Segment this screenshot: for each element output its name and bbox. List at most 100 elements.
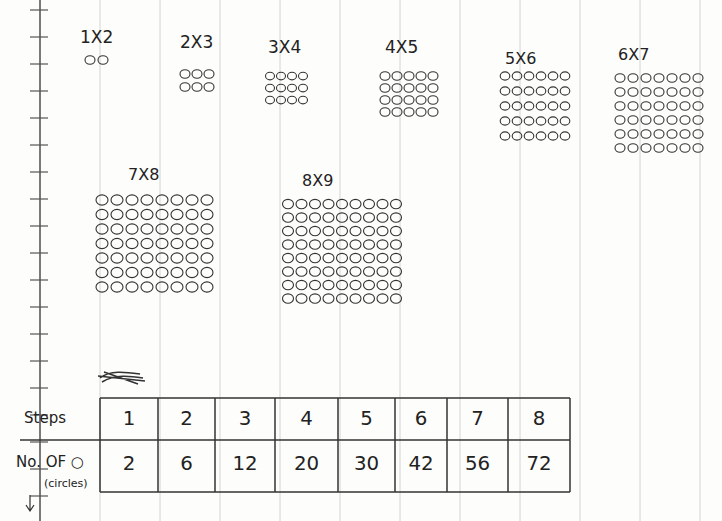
- table-cell: 12: [215, 453, 275, 475]
- circle: [560, 132, 570, 140]
- table-cell: 56: [447, 453, 508, 475]
- circle: [667, 144, 677, 153]
- circle: [391, 199, 402, 208]
- circle: [500, 132, 510, 140]
- circle: [512, 132, 522, 140]
- circle: [560, 102, 570, 110]
- array-label: 6X7: [618, 46, 649, 64]
- circle: [641, 144, 651, 153]
- table-cell: 72: [508, 453, 570, 475]
- margin-tick: [30, 441, 48, 442]
- circle: [615, 116, 625, 125]
- circle: [111, 267, 123, 277]
- circle: [126, 282, 138, 292]
- table-line: [20, 439, 100, 441]
- circle: [126, 224, 138, 234]
- circle: [310, 226, 321, 235]
- circle: [283, 280, 294, 289]
- circle: [524, 117, 534, 125]
- circle: [204, 70, 214, 79]
- circle: [201, 238, 213, 248]
- circle: [323, 253, 334, 262]
- circle: [171, 267, 183, 277]
- circle: [377, 199, 388, 208]
- circle-arrays: [85, 56, 703, 303]
- circle: [628, 116, 638, 125]
- circle: [628, 88, 638, 97]
- circle: [310, 240, 321, 249]
- circle: [654, 102, 664, 111]
- circle: [693, 102, 703, 111]
- circle: [288, 84, 297, 92]
- circle: [350, 253, 361, 262]
- circle: [524, 132, 534, 140]
- circle: [391, 240, 402, 249]
- table-cell: 1: [100, 408, 158, 430]
- circle: [171, 282, 183, 292]
- circle: [377, 280, 388, 289]
- circle: [416, 72, 426, 81]
- circle: [283, 213, 294, 222]
- table-line: [100, 491, 570, 493]
- circle: [283, 240, 294, 249]
- circle: [299, 84, 308, 92]
- circle: [380, 72, 390, 81]
- circle: [350, 213, 361, 222]
- circle: [310, 199, 321, 208]
- circle: [171, 209, 183, 219]
- circle: [404, 108, 414, 117]
- circle: [156, 282, 168, 292]
- circle: [667, 74, 677, 83]
- circle: [693, 88, 703, 97]
- circle: [641, 130, 651, 139]
- circle: [680, 144, 690, 153]
- circle: [283, 199, 294, 208]
- table-cell: 8: [508, 408, 570, 430]
- circle: [141, 238, 153, 248]
- circle: [364, 213, 375, 222]
- circle: [201, 224, 213, 234]
- circle: [654, 116, 664, 125]
- margin-tick: [30, 9, 48, 10]
- circle: [377, 226, 388, 235]
- circle: [323, 213, 334, 222]
- circle: [323, 280, 334, 289]
- circle: [404, 84, 414, 93]
- circle: [201, 267, 213, 277]
- circle: [126, 267, 138, 277]
- circle: [323, 240, 334, 249]
- circle: [628, 144, 638, 153]
- circle: [85, 56, 95, 65]
- circle: [201, 253, 213, 263]
- circle: [296, 253, 307, 262]
- circle: [560, 87, 570, 95]
- table-cell: 5: [338, 408, 395, 430]
- margin-tick: [30, 279, 48, 280]
- circle: [96, 253, 108, 263]
- circle: [654, 74, 664, 83]
- circle: [615, 102, 625, 111]
- small-arrow: [26, 495, 34, 511]
- circle: [337, 280, 348, 289]
- margin-line: [39, 0, 41, 521]
- circle: [377, 213, 388, 222]
- circle: [171, 195, 183, 205]
- circle: [512, 87, 522, 95]
- circle: [186, 195, 198, 205]
- grid-line: [340, 0, 341, 521]
- circle: [141, 253, 153, 263]
- circle: [337, 226, 348, 235]
- circle: [337, 199, 348, 208]
- circle: [536, 117, 546, 125]
- table-cell: 2: [158, 408, 215, 430]
- array-label: 2X3: [180, 33, 213, 52]
- margin-tick: [30, 306, 48, 307]
- circle: [536, 132, 546, 140]
- circle: [186, 282, 198, 292]
- circle: [126, 195, 138, 205]
- circle: [693, 130, 703, 139]
- circle: [548, 102, 558, 110]
- circle: [350, 240, 361, 249]
- circle: [171, 253, 183, 263]
